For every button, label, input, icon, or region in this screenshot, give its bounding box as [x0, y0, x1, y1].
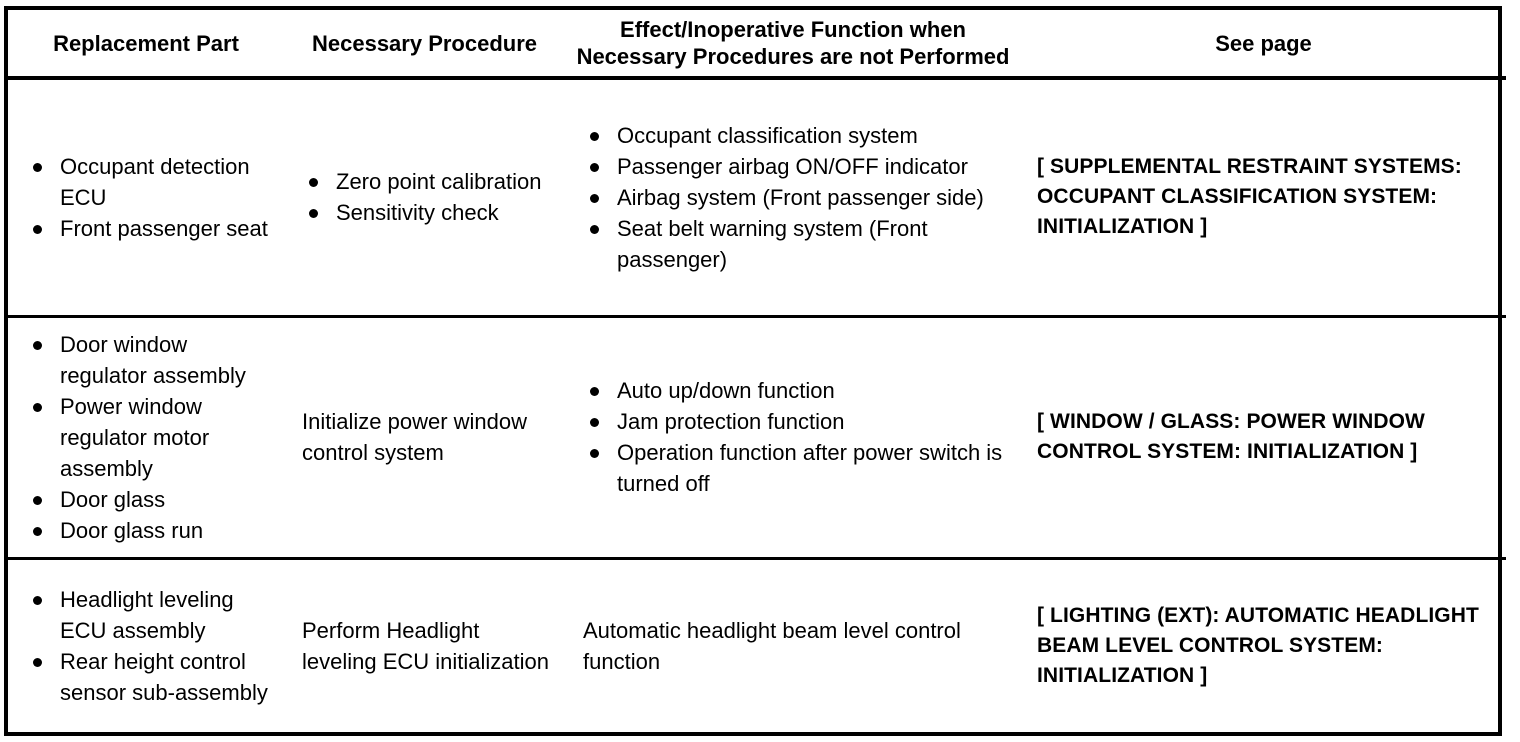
list-item: Operation function after power switch is… — [577, 437, 1009, 499]
cell-replacement-part-2: Door window regulator assembly Power win… — [8, 316, 284, 560]
list-item: Door glass run — [20, 515, 272, 546]
bullet-icon — [590, 162, 599, 172]
list-item-label: Occupant detection ECU — [60, 153, 250, 210]
list-item: Door window regulator assembly — [20, 329, 272, 391]
table-row: Headlight leveling ECU assembly Rear hei… — [8, 558, 1506, 732]
bullet-icon — [309, 209, 318, 219]
replacement-part-list-2: Door window regulator assembly Power win… — [20, 329, 272, 546]
bullet-icon — [33, 340, 42, 350]
list-item: Jam protection function — [577, 406, 1009, 437]
see-page-reference: [ SUPPLEMENTAL RESTRAINT SYSTEMS: OCCUPA… — [1037, 155, 1462, 239]
effect-text-3: Automatic headlight beam level control f… — [583, 617, 961, 674]
list-item: Airbag system (Front passenger side) — [577, 182, 1009, 213]
cell-see-page-3: [ LIGHTING (EXT): AUTOMATIC HEADLIGHT BE… — [1021, 558, 1506, 732]
necessary-procedure-list-1: Zero point calibration Sensitivity check — [296, 166, 553, 228]
cell-necessary-procedure-2: Initialize power window control system — [284, 316, 565, 560]
necessary-procedure-text-3: Perform Headlight leveling ECU initializ… — [302, 617, 550, 674]
list-item: Occupant detection ECU — [20, 151, 272, 213]
cell-effect-2: Auto up/down function Jam protection fun… — [565, 316, 1021, 560]
list-item: Front passenger seat — [20, 213, 272, 244]
bullet-icon — [33, 162, 42, 172]
column-header-effect-inoperative-function: Effect/Inoperative Function when Necessa… — [565, 10, 1021, 80]
bullet-icon — [309, 178, 318, 188]
bullet-icon — [33, 526, 42, 536]
replacement-part-list-1: Occupant detection ECU Front passenger s… — [20, 151, 272, 244]
bullet-icon — [33, 595, 42, 605]
list-item-label: Headlight leveling ECU assembly — [60, 586, 234, 643]
effect-list-1: Occupant classification system Passenger… — [577, 120, 1009, 275]
list-item: Headlight leveling ECU assembly — [20, 584, 272, 646]
necessary-procedure-text-2: Initialize power window control system — [302, 409, 527, 466]
cell-effect-1: Occupant classification system Passenger… — [565, 78, 1021, 318]
list-item-label: Rear height control sensor sub-assembly — [60, 648, 268, 705]
list-item: Occupant classification system — [577, 120, 1009, 151]
list-item: Door glass — [20, 484, 272, 515]
replacement-part-procedure-table: Replacement Part Necessary Procedure Eff… — [8, 10, 1506, 732]
list-item: Zero point calibration — [296, 166, 553, 197]
bullet-icon — [33, 657, 42, 667]
list-item-label: Door glass run — [60, 517, 204, 543]
see-page-reference: [ WINDOW / GLASS: POWER WINDOW CONTROL S… — [1037, 410, 1425, 464]
spec-table-container: Replacement Part Necessary Procedure Eff… — [4, 6, 1506, 736]
list-item-label: Jam protection function — [617, 409, 845, 435]
cell-see-page-2: [ WINDOW / GLASS: POWER WINDOW CONTROL S… — [1021, 316, 1506, 560]
list-item-label: Airbag system (Front passenger side) — [617, 184, 984, 210]
list-item: Passenger airbag ON/OFF indicator — [577, 151, 1009, 182]
cell-replacement-part-1: Occupant detection ECU Front passenger s… — [8, 78, 284, 318]
column-header-replacement-part: Replacement Part — [8, 10, 284, 80]
list-item-label: Occupant classification system — [617, 122, 918, 148]
list-item-label: Seat belt warning system (Front passenge… — [617, 215, 928, 272]
bullet-icon — [590, 387, 599, 397]
list-item-label: Door window regulator assembly — [60, 331, 246, 388]
list-item-label: Operation function after power switch is… — [617, 440, 1003, 497]
bullet-icon — [590, 131, 599, 141]
effect-list-2: Auto up/down function Jam protection fun… — [577, 375, 1009, 499]
list-item-label: Power window regulator motor assembly — [60, 393, 210, 481]
list-item-label: Sensitivity check — [336, 200, 499, 226]
list-item-label: Door glass — [60, 486, 166, 512]
bullet-icon — [590, 449, 599, 459]
bullet-icon — [33, 402, 42, 412]
cell-see-page-1: [ SUPPLEMENTAL RESTRAINT SYSTEMS: OCCUPA… — [1021, 78, 1506, 318]
list-item: Power window regulator motor assembly — [20, 391, 272, 484]
list-item: Rear height control sensor sub-assembly — [20, 646, 272, 708]
cell-replacement-part-3: Headlight leveling ECU assembly Rear hei… — [8, 558, 284, 732]
list-item: Auto up/down function — [577, 375, 1009, 406]
column-header-see-page: See page — [1021, 10, 1506, 80]
table-row: Occupant detection ECU Front passenger s… — [8, 78, 1506, 318]
list-item: Sensitivity check — [296, 197, 553, 228]
table-header-row: Replacement Part Necessary Procedure Eff… — [8, 10, 1506, 80]
list-item-label: Front passenger seat — [60, 215, 268, 241]
bullet-icon — [33, 495, 42, 505]
list-item-label: Passenger airbag ON/OFF indicator — [617, 153, 968, 179]
replacement-part-list-3: Headlight leveling ECU assembly Rear hei… — [20, 584, 272, 708]
bullet-icon — [590, 193, 599, 203]
cell-necessary-procedure-1: Zero point calibration Sensitivity check — [284, 78, 565, 318]
see-page-reference: [ LIGHTING (EXT): AUTOMATIC HEADLIGHT BE… — [1037, 603, 1479, 687]
list-item-label: Zero point calibration — [336, 169, 542, 195]
cell-necessary-procedure-3: Perform Headlight leveling ECU initializ… — [284, 558, 565, 732]
bullet-icon — [33, 224, 42, 234]
cell-effect-3: Automatic headlight beam level control f… — [565, 558, 1021, 732]
bullet-icon — [590, 418, 599, 428]
list-item: Seat belt warning system (Front passenge… — [577, 213, 1009, 275]
column-header-necessary-procedure: Necessary Procedure — [284, 10, 565, 80]
bullet-icon — [590, 224, 599, 234]
list-item-label: Auto up/down function — [617, 378, 835, 404]
table-row: Door window regulator assembly Power win… — [8, 316, 1506, 560]
